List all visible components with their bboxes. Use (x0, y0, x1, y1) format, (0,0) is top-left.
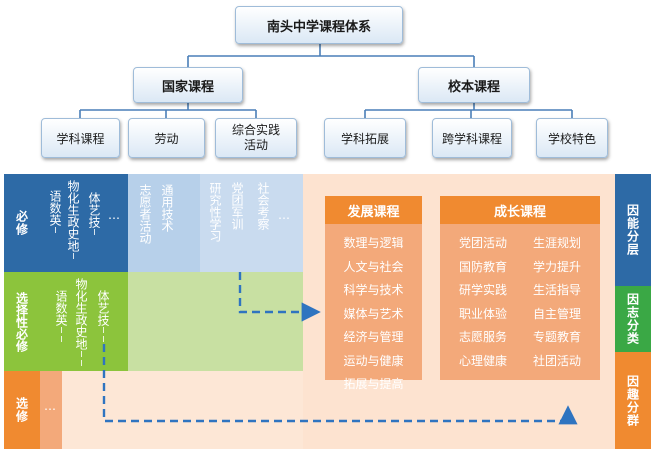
list-item: 职业体验 (458, 306, 507, 321)
list-item: 生活指导 (532, 283, 581, 297)
list-item: 研学实践 (458, 283, 507, 297)
side-label-aspiration: 因志分类 (615, 286, 651, 352)
national-curriculum-node: 国家课程 (133, 67, 243, 103)
growth-course-title: 成长课程 (440, 196, 600, 224)
list-item: 专题教育 (532, 330, 581, 344)
development-course-title: 发展课程 (325, 196, 422, 224)
list-item: 媒体与艺术 (343, 306, 404, 321)
arrow-to-development (238, 272, 321, 322)
required-practice-more: … (278, 208, 290, 222)
side-label-interest: 因趣分群 (615, 352, 651, 449)
required-subject-more: … (108, 208, 120, 222)
list-item: 社团活动 (532, 353, 581, 368)
row-label-elective: 选修 (4, 371, 40, 449)
row-label-required: 必修 (4, 174, 40, 272)
list-item: 心理健康 (458, 353, 507, 368)
row-label-selective-required: 选择性必修 (4, 272, 40, 371)
subject-course-node: 学科课程 (41, 118, 120, 158)
subject-extension-node: 学科拓展 (324, 118, 406, 158)
school-curriculum-node: 校本课程 (418, 67, 530, 103)
list-item: 人文与社会 (343, 259, 404, 274)
elective-subject-cell: … (40, 371, 62, 449)
school-feature-node: 学校特色 (536, 118, 608, 158)
arrow-to-growth (102, 344, 578, 425)
root-node: 南头中学课程体系 (235, 6, 403, 44)
list-item: 运动与健康 (343, 353, 404, 368)
growth-course-list: 党团活动 生涯规划 国防教育 学力提升 研学实践 生活指导 职业体验 自主管理 … (440, 224, 600, 380)
list-item: 学力提升 (532, 259, 581, 274)
list-item: 数理与逻辑 (343, 236, 404, 250)
list-item: 拓展与提高 (343, 377, 404, 391)
list-item: 志愿服务 (458, 330, 507, 344)
selective-other-cell (128, 272, 303, 371)
list-item: 经济与管理 (343, 330, 404, 344)
required-subject-cell: 语数英I 物化生政史地I 体艺技I … (40, 174, 128, 272)
selective-subject-cell: 语数英II 物化生政史地II 体艺技II (40, 272, 128, 371)
comprehensive-practice-node: 综合实践活动 (215, 118, 297, 158)
development-course-list: 数理与逻辑 人文与社会 科学与技术 媒体与艺术 经济与管理 运动与健康 拓展与提… (325, 224, 422, 391)
cross-subject-node: 跨学科课程 (432, 118, 512, 158)
elective-band (40, 371, 303, 449)
labor-node: 劳动 (128, 118, 205, 158)
elective-more: … (44, 399, 56, 413)
list-item: 党团活动 (458, 236, 507, 250)
required-labor-cell: 志愿者活动 通用技术 (128, 174, 200, 272)
list-item: 科学与技术 (343, 283, 404, 297)
list-item: 国防教育 (458, 259, 507, 274)
required-practice-cell: 研究性学习 党团军训 社会考察 … (200, 174, 303, 272)
side-label-ability: 因能分层 (615, 174, 651, 286)
list-item: 自主管理 (532, 306, 581, 321)
list-item: 生涯规划 (532, 236, 581, 250)
